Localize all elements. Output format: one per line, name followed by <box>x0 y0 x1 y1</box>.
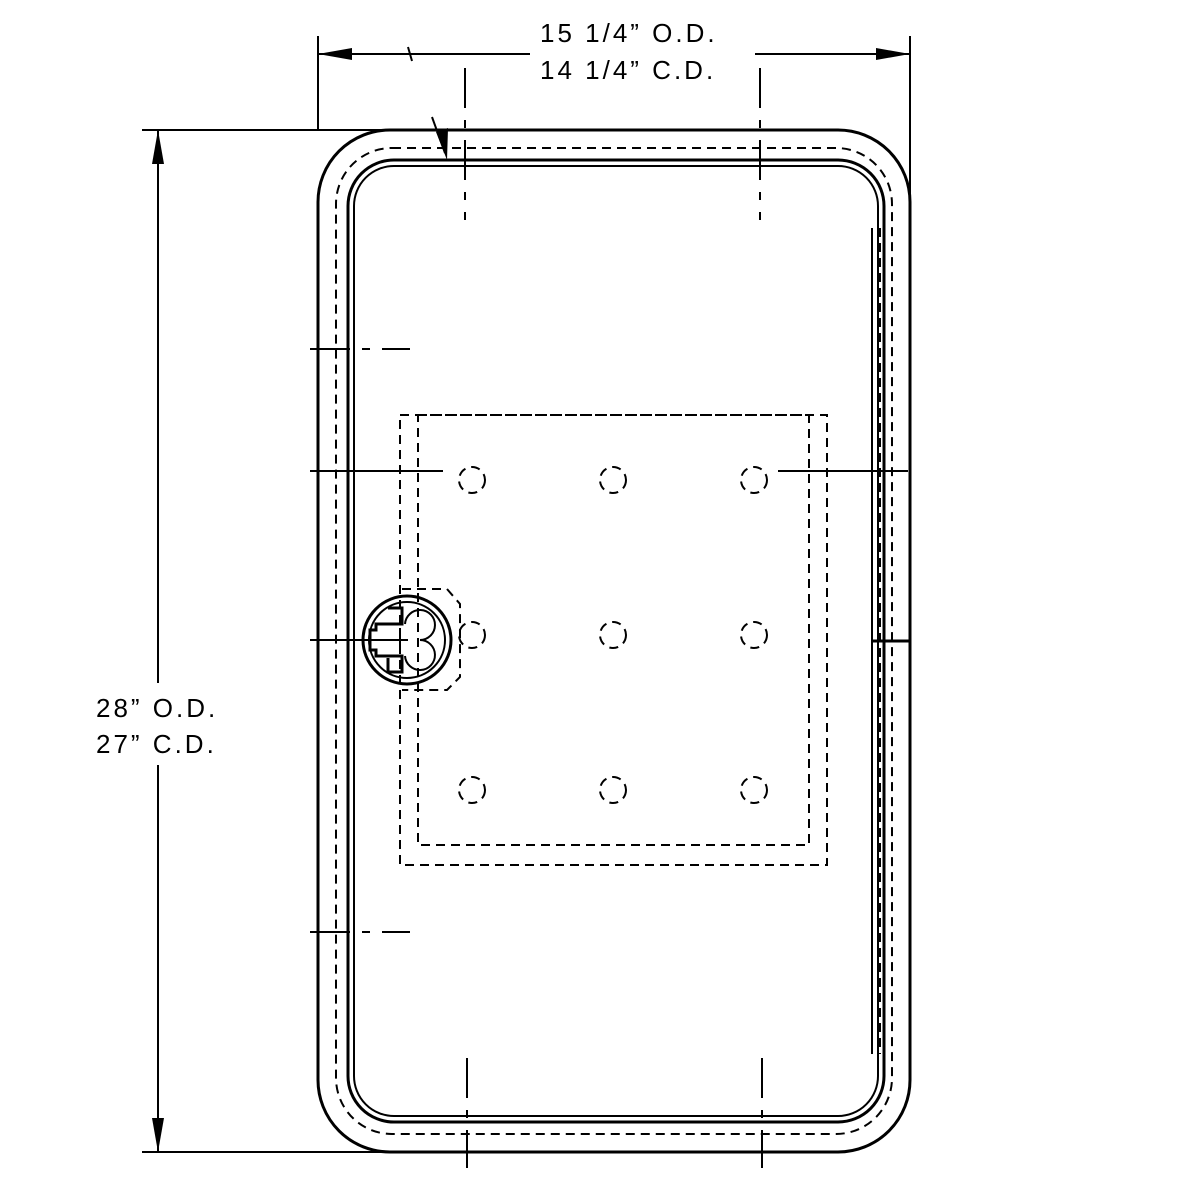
mounting-hole <box>458 466 486 494</box>
mounting-hole <box>458 621 486 649</box>
mounting-hole <box>599 776 627 804</box>
width-arrow-left <box>318 48 352 60</box>
mounting-plate-inner <box>417 414 810 846</box>
latch[interactable] <box>310 588 461 691</box>
corner-leader <box>431 116 448 160</box>
center-lines <box>310 68 908 1168</box>
mounting-plate-outer <box>399 414 828 866</box>
height-arrow-top <box>152 130 164 164</box>
mounting-hole <box>740 621 768 649</box>
mounting-plate <box>399 414 828 866</box>
latch-lobe-lower <box>404 639 436 671</box>
height-cd-label: 27” C.D. <box>96 729 217 759</box>
door-panel-outline <box>346 158 886 1124</box>
hinge <box>871 228 910 1054</box>
height-arrow-bottom <box>152 1118 164 1152</box>
width-cd-label: 14 1/4” C.D. <box>540 55 716 85</box>
latch-housing <box>402 588 461 691</box>
width-dimension: 15 1/4” O.D. 14 1/4” C.D. <box>317 18 911 205</box>
mounting-hole <box>458 776 486 804</box>
mounting-hole <box>740 776 768 804</box>
height-dimension: 28” O.D. 27” C.D. <box>96 129 390 1153</box>
mounting-hole <box>599 621 627 649</box>
width-arrow-right <box>876 48 910 60</box>
mounting-hole <box>740 466 768 494</box>
height-od-label: 28” O.D. <box>96 693 218 723</box>
mounting-hole <box>599 466 627 494</box>
width-break-mark <box>407 46 413 62</box>
latch-lobe-upper <box>404 609 436 641</box>
door-panel-inner-outline <box>353 165 879 1117</box>
corner-leader-arrow <box>436 128 448 160</box>
width-od-label: 15 1/4” O.D. <box>540 18 718 48</box>
latch-key-slot <box>368 606 404 674</box>
mounting-holes <box>458 466 768 804</box>
